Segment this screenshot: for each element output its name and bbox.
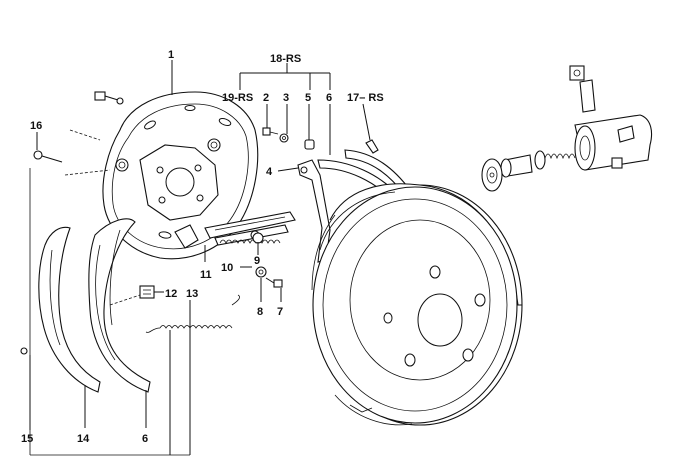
washer-3 — [279, 133, 289, 143]
hold-down-pin-16 — [33, 150, 63, 163]
callout-12: 12 — [165, 288, 177, 300]
callout-8: 8 — [257, 306, 263, 318]
cylinder-cup — [534, 150, 546, 170]
callout-5: 5 — [305, 92, 311, 104]
callout-10: 10 — [221, 262, 233, 274]
brake-drum — [311, 183, 523, 426]
return-spring-13 — [145, 294, 240, 333]
spring-clip-17 — [365, 139, 379, 154]
spring-cup-15 — [20, 347, 28, 355]
callout-19: 19-RS — [222, 92, 253, 104]
dust-boot — [481, 158, 503, 192]
backing-plate — [102, 91, 259, 260]
callout-labels: 1 18-RS 19-RS 2 3 5 6 17– RS 16 4 11 10 … — [21, 49, 384, 445]
clip-12 — [139, 285, 155, 299]
callout-3: 3 — [283, 92, 289, 104]
callout-2: 2 — [263, 92, 269, 104]
nut-8 — [255, 266, 267, 278]
callout-13: 13 — [186, 288, 198, 300]
callout-7: 7 — [277, 306, 283, 318]
cylinder-spring — [544, 153, 576, 160]
callout-6-bottom: 6 — [142, 433, 148, 445]
callout-17: 17– RS — [347, 92, 384, 104]
bolt-7 — [265, 277, 283, 288]
cup-5 — [304, 139, 315, 150]
wheel-cylinder — [569, 65, 653, 171]
parking-lever — [297, 159, 331, 263]
callout-15: 15 — [21, 433, 33, 445]
callout-18: 18-RS — [270, 53, 301, 65]
retainer-pin-2 — [262, 127, 279, 136]
leader-lines — [29, 60, 371, 456]
callout-6-top: 6 — [326, 92, 332, 104]
callout-11: 11 — [200, 269, 212, 281]
backing-plate-bolt — [94, 91, 124, 105]
brake-shoe-right — [88, 218, 151, 393]
adjuster-wheel-10 — [252, 232, 264, 244]
brake-shoe-left — [38, 226, 101, 393]
cylinder-piston — [500, 154, 533, 178]
callout-9: 9 — [254, 255, 260, 267]
callout-1: 1 — [168, 49, 174, 61]
callout-4: 4 — [266, 166, 273, 178]
callout-16: 16 — [30, 120, 42, 132]
callout-14: 14 — [77, 433, 90, 445]
